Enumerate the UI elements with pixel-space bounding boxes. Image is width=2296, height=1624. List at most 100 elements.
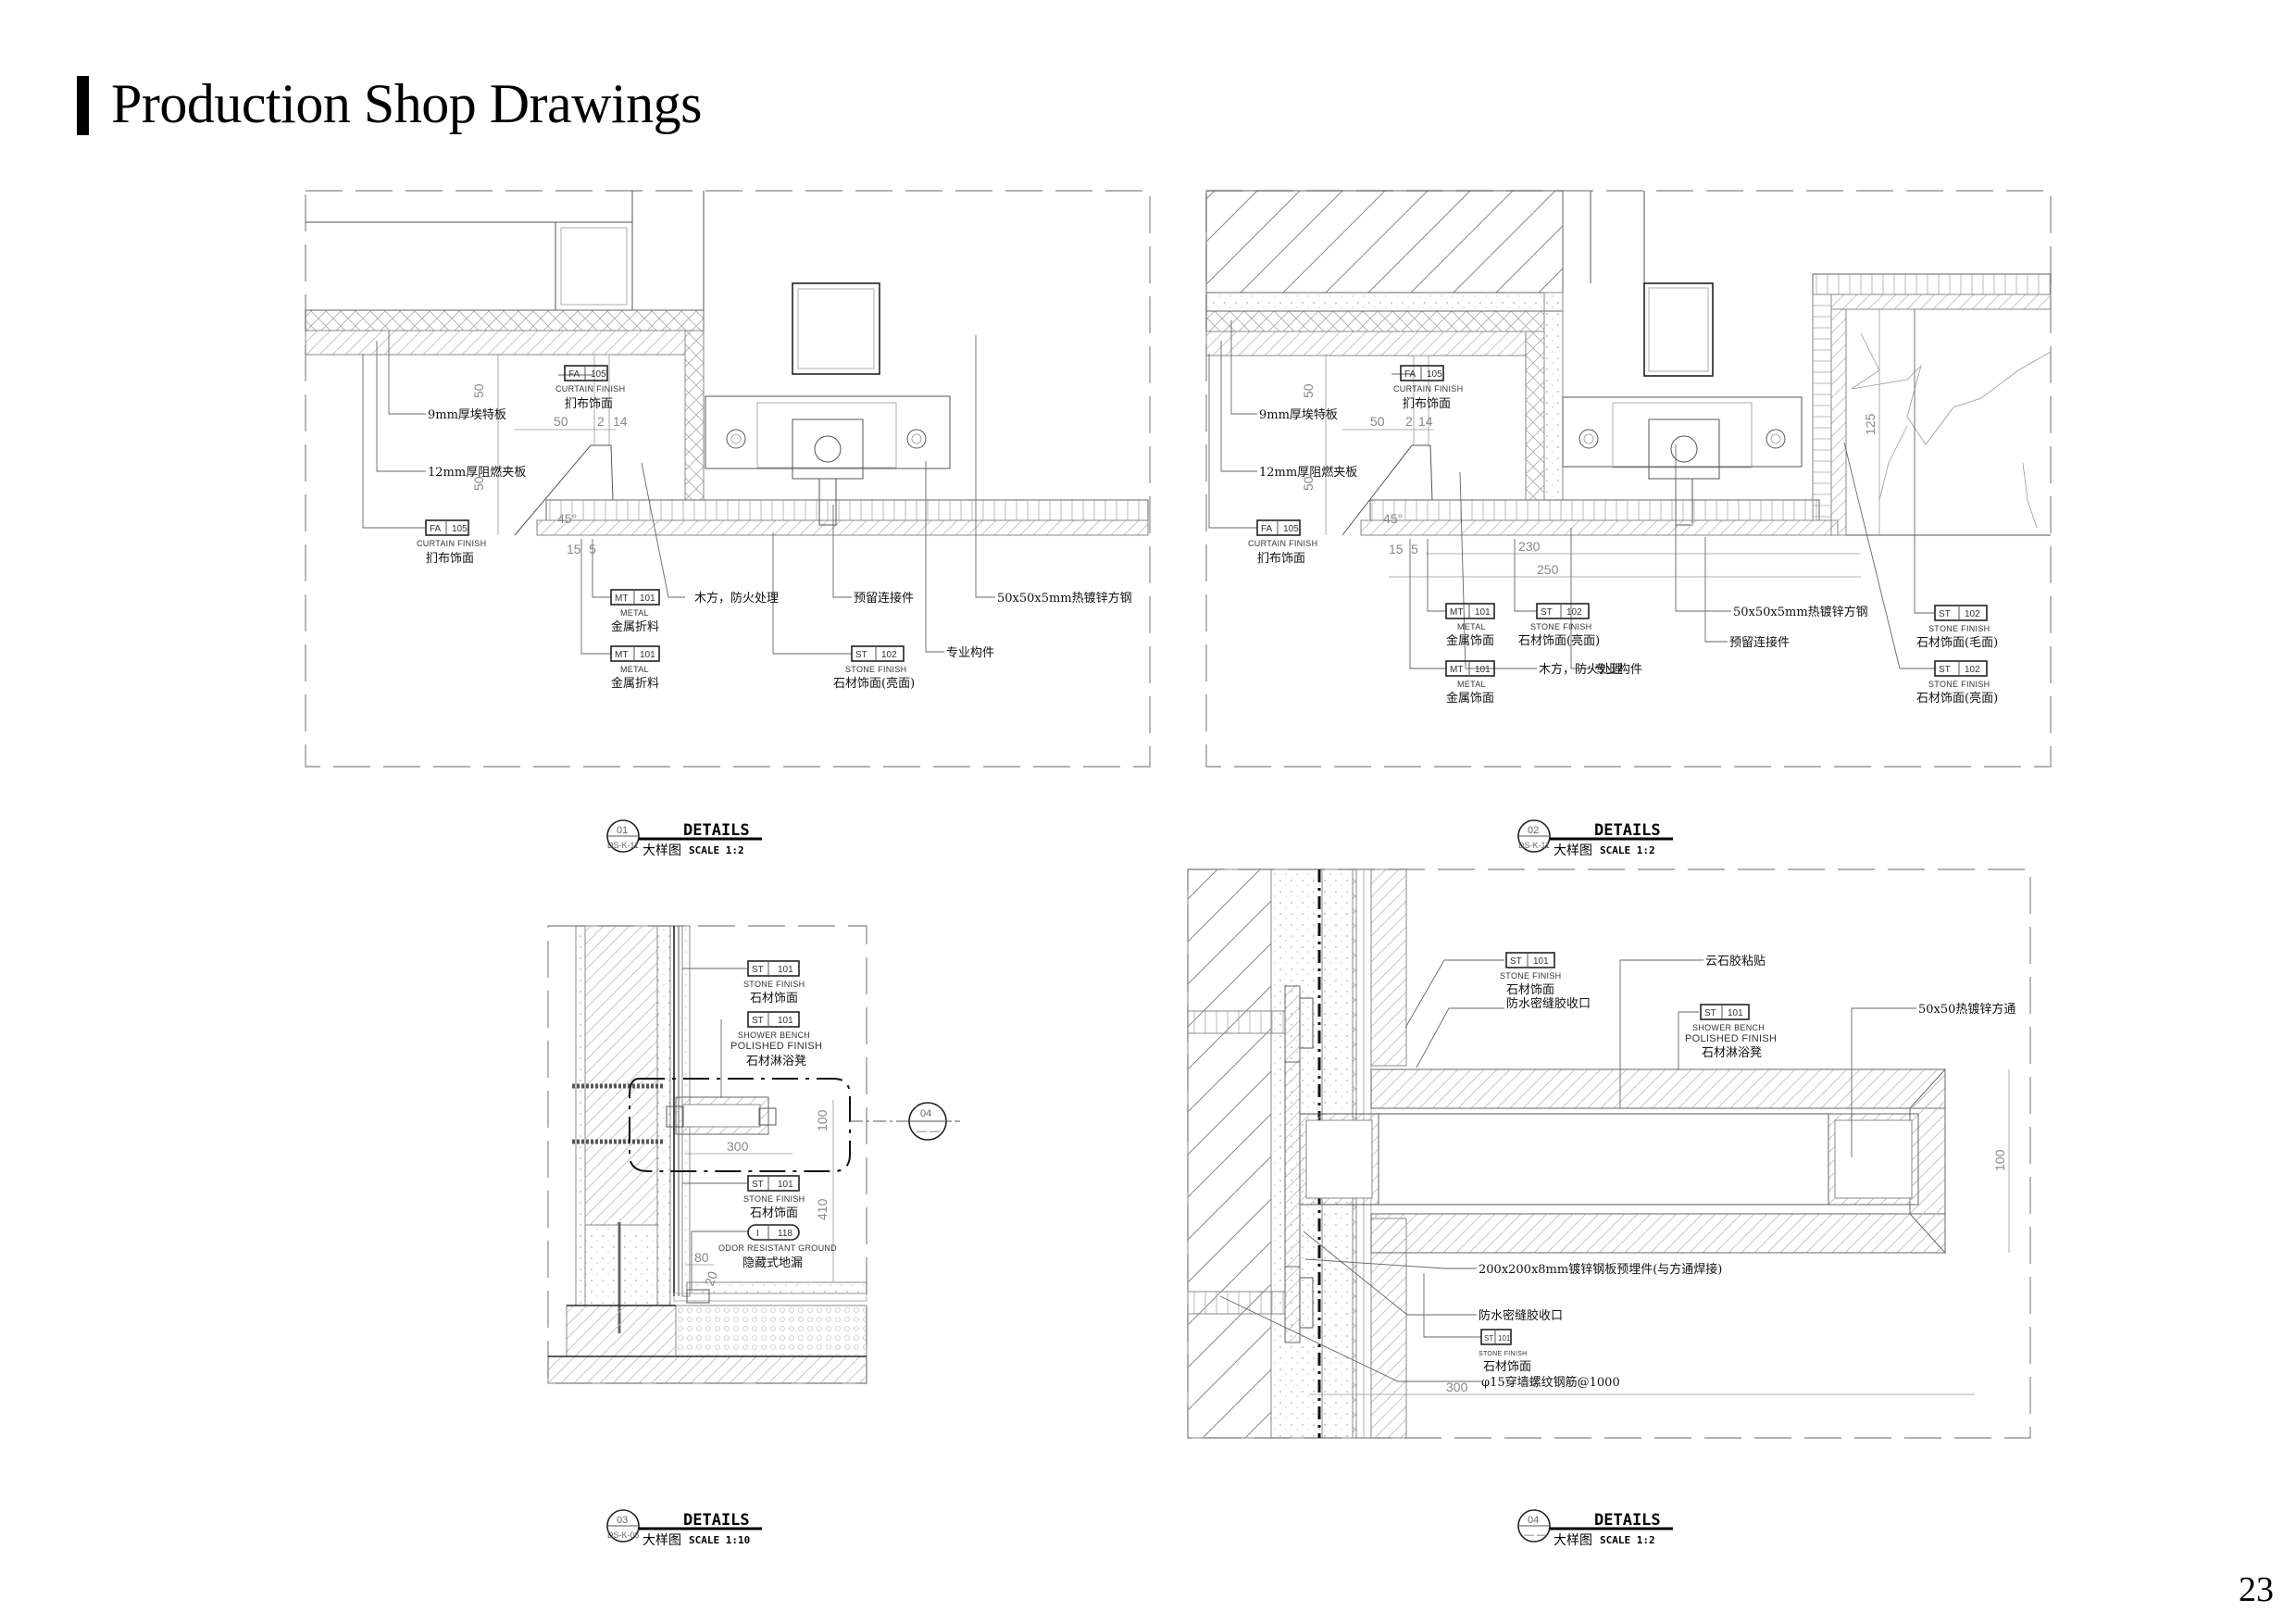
svg-text:101: 101	[778, 1016, 793, 1026]
svg-text:CURTAIN FINISH: CURTAIN FINISH	[555, 384, 625, 394]
svg-text:ST: ST	[1541, 607, 1553, 618]
svg-text:102: 102	[1965, 665, 1980, 675]
note-reserved-connector: 预留连接件	[1729, 635, 1790, 650]
note-special-component: 专业构件	[1594, 663, 1642, 677]
svg-text:DS-K-11: DS-K-11	[1518, 841, 1550, 850]
svg-text:ST: ST	[1704, 1008, 1716, 1018]
svg-text:101: 101	[1475, 665, 1491, 675]
svg-text:隐藏式地漏: 隐藏式地漏	[742, 1255, 803, 1270]
svg-text:101: 101	[640, 593, 655, 604]
svg-text:105: 105	[1427, 369, 1442, 380]
svg-text:20: 20	[702, 1269, 720, 1288]
note-special-component: 专业构件	[946, 646, 994, 660]
svg-text:STONE FINISH: STONE FINISH	[1479, 1351, 1527, 1357]
svg-text:— —: — —	[917, 1126, 940, 1137]
svg-text:MT: MT	[1450, 665, 1463, 675]
svg-text:SCALE 1:2: SCALE 1:2	[689, 844, 744, 856]
svg-text:101: 101	[640, 650, 655, 660]
svg-text:102: 102	[1965, 609, 1980, 619]
svg-text:石材饰面(亮面): 石材饰面(亮面)	[833, 676, 915, 691]
note-12mm-plywood: 12mm厚阻燃夹板	[1259, 465, 1357, 480]
svg-text:101: 101	[778, 1180, 793, 1190]
svg-text:DETAILS: DETAILS	[683, 1511, 750, 1530]
svg-text:ST: ST	[1510, 956, 1522, 967]
detail-01-title-block: 01 DS-K-11 DETAILS 大样图 SCALE 1:2	[606, 819, 762, 858]
svg-text:101: 101	[1498, 1334, 1511, 1343]
detail-02-frame	[1205, 190, 2052, 768]
svg-text:101: 101	[1533, 956, 1549, 967]
svg-text:ST: ST	[752, 1180, 764, 1190]
note-threaded-rebar: φ15穿墙螺纹钢筋@1000	[1481, 1375, 1620, 1390]
svg-text:101: 101	[1475, 607, 1491, 618]
svg-text:125: 125	[1863, 413, 1878, 435]
svg-text:FA: FA	[430, 524, 442, 534]
svg-text:大样图: 大样图	[1554, 1533, 1592, 1548]
svg-text:SCALE 1:2: SCALE 1:2	[1600, 1534, 1655, 1546]
svg-text:80: 80	[694, 1250, 709, 1265]
svg-text:SCALE 1:2: SCALE 1:2	[1600, 844, 1655, 856]
svg-text:金属饰面: 金属饰面	[1446, 691, 1494, 706]
note-waterproof-sealant-bottom: 防水密缝胶收口	[1479, 1308, 1563, 1323]
svg-text:扪布饰面: 扪布饰面	[565, 397, 613, 411]
tag-st102-polished: ST 102 STONE FINISH 石材饰面(亮面)	[1518, 603, 1600, 648]
svg-text:105: 105	[591, 369, 606, 380]
note-12mm-plywood: 12mm厚阻燃夹板	[428, 465, 526, 480]
svg-text:METAL: METAL	[620, 665, 649, 674]
svg-text:ODOR RESISTANT GROUND: ODOR RESISTANT GROUND	[718, 1243, 837, 1253]
tag-mt101-b: MT 101 METAL 金属饰面	[1445, 660, 1495, 706]
note-waterproof-sealant-top: 防水密缝胶收口	[1506, 996, 1591, 1011]
svg-text:FA: FA	[1404, 369, 1416, 380]
svg-text:DETAILS: DETAILS	[1594, 1511, 1661, 1530]
svg-text:DETAILS: DETAILS	[683, 821, 750, 840]
svg-text:04: 04	[920, 1108, 931, 1119]
svg-text:102: 102	[881, 650, 897, 660]
svg-text:SCALE 1:10: SCALE 1:10	[689, 1534, 750, 1546]
svg-text:50: 50	[1301, 476, 1316, 491]
note-square-tube: 50x50热镀锌方通	[1918, 1002, 2015, 1017]
svg-text:DS-K-06: DS-K-06	[607, 1530, 640, 1540]
svg-text:石材饰面: 石材饰面	[750, 992, 798, 1006]
svg-text:CURTAIN FINISH: CURTAIN FINISH	[417, 539, 486, 548]
svg-text:石材饰面(亮面): 石材饰面(亮面)	[1518, 633, 1600, 648]
svg-text:118: 118	[778, 1229, 792, 1239]
title-accent-bar	[77, 76, 89, 135]
svg-text:410: 410	[815, 1198, 830, 1220]
svg-text:STONE FINISH: STONE FINISH	[1530, 622, 1591, 631]
svg-text:50: 50	[471, 476, 486, 491]
svg-text:I: I	[756, 1229, 759, 1239]
svg-text:STONE FINISH: STONE FINISH	[845, 665, 906, 674]
svg-text:15: 15	[567, 542, 581, 556]
svg-text:石材饰面(毛面): 石材饰面(毛面)	[1916, 636, 1998, 650]
svg-text:SHOWER BENCH: SHOWER BENCH	[1692, 1023, 1765, 1032]
detail-01-frame	[305, 190, 1151, 768]
svg-text:2: 2	[1405, 414, 1413, 429]
svg-text:14: 14	[1418, 414, 1433, 429]
note-9mm-board: 9mm厚埃特板	[1259, 408, 1338, 422]
svg-text:MT: MT	[615, 650, 628, 660]
svg-text:STONE FINISH: STONE FINISH	[1928, 624, 1990, 633]
svg-text:DS-K-11: DS-K-11	[607, 841, 639, 850]
svg-text:ST: ST	[752, 1016, 764, 1026]
svg-text:石材淋浴凳: 石材淋浴凳	[746, 1054, 806, 1068]
detail-04-frame	[1187, 868, 2031, 1439]
svg-text:METAL: METAL	[1457, 622, 1486, 631]
svg-text:102: 102	[1566, 607, 1582, 618]
note-embedded-plate: 200x200x8mm镀锌钢板预埋件(与方通焊接)	[1479, 1262, 1722, 1277]
svg-text:01: 01	[617, 825, 628, 836]
svg-text:大样图: 大样图	[643, 1533, 681, 1548]
svg-text:ST: ST	[855, 650, 867, 660]
svg-text:101: 101	[1728, 1008, 1743, 1018]
tag-i118-floor-drain: I 118 ODOR RESISTANT GROUND 隐藏式地漏	[718, 1224, 837, 1270]
svg-text:STONE FINISH: STONE FINISH	[743, 1194, 805, 1204]
note-steel-tube: 50x50x5mm热镀锌方钢	[1733, 605, 1868, 619]
svg-text:METAL: METAL	[1457, 680, 1486, 689]
svg-text:扪布饰面: 扪布饰面	[426, 552, 474, 566]
svg-text:ST: ST	[752, 965, 764, 975]
detail-04-drawing: 100 300 防水密缝胶收口 云石胶粘贴 50x50热镀锌方通 200x200…	[1187, 868, 2031, 1439]
